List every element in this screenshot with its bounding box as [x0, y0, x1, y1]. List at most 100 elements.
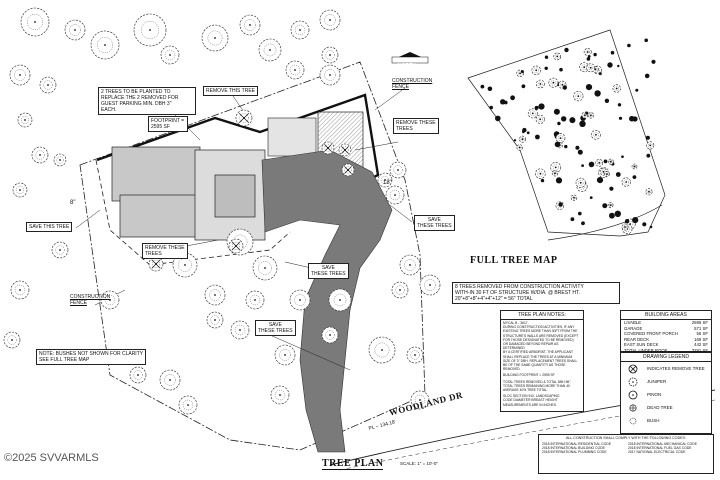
tree-dot-icon — [540, 178, 545, 183]
tree-icon — [575, 177, 586, 188]
building-area-value: 169 SF — [694, 336, 708, 342]
tree-icon — [646, 141, 655, 150]
tree-dot-icon — [558, 202, 563, 207]
save-trees-callout-low: SAVE THESE TREES — [255, 320, 296, 336]
tree-icon — [612, 84, 621, 93]
tree-dot-icon — [589, 196, 593, 200]
codes-note: ALL CONSTRUCTION SHALL COMPLY WITH THE F… — [538, 434, 714, 474]
tree-dot-icon — [557, 121, 561, 126]
tree-dot-icon — [575, 145, 580, 150]
building-area-value: 571 SF — [694, 325, 708, 331]
tree-icon — [535, 114, 545, 124]
tree-icon — [10, 280, 30, 300]
tree-icon — [385, 185, 405, 205]
tree-dot-icon — [603, 159, 608, 164]
tree-icon — [51, 241, 69, 259]
driveway — [261, 149, 393, 453]
tree-dot-icon — [644, 38, 648, 43]
tree-icon — [290, 20, 310, 40]
pinon-icon — [628, 390, 638, 399]
tree-dot-icon — [586, 57, 591, 61]
tree-dot-icon — [495, 115, 501, 122]
tree-dot-icon — [553, 108, 560, 115]
tree-icon — [536, 79, 545, 89]
building-area-row: REAR DECK 169 SF — [621, 337, 711, 343]
legend-item: PINON — [621, 388, 711, 401]
tree-dot-icon — [632, 175, 637, 180]
tree-dot-icon — [534, 105, 539, 110]
building-area-label: REAR DECK — [624, 336, 650, 342]
tree-icon — [129, 366, 147, 384]
tree-icon — [64, 19, 86, 41]
tree-dot-icon — [594, 90, 601, 97]
tree-dot-icon — [632, 217, 639, 224]
tree-icon — [555, 133, 566, 143]
tree-icon — [591, 130, 601, 140]
remove-tree-icon — [235, 109, 253, 127]
remove-trees-callout-right: REMOVE THESE TREES — [393, 118, 439, 134]
tree-icon — [159, 369, 181, 391]
tree-dot-icon — [559, 67, 563, 72]
tree-dot-icon — [635, 88, 639, 92]
tree-dot-icon — [526, 131, 530, 135]
construction-fence-label-left: CONSTRUCTION FENCE — [70, 294, 111, 306]
tree-icon — [531, 65, 541, 76]
construction-fence-label-top: CONSTRUCTION FENCE — [392, 78, 433, 90]
tree-icon — [586, 63, 596, 73]
tree-dot-icon — [562, 85, 567, 90]
dimension-label-18: 18" — [383, 180, 392, 186]
tree-icon — [419, 274, 441, 296]
tree-icon — [201, 24, 229, 52]
tree-dot-icon — [570, 217, 575, 222]
tree-icon — [31, 146, 49, 164]
tree-dot-icon — [544, 66, 548, 71]
code-line: 2018 INTERNATIONAL FUEL GAS CODE — [628, 445, 692, 450]
tree-dot-icon — [585, 84, 593, 91]
tree-icon — [160, 45, 180, 65]
tree-icon — [239, 14, 261, 36]
removed-summary-note: 8 TREES REMOVED FROM CONSTRUCTION ACTIVI… — [452, 282, 620, 304]
tree-dot-icon — [513, 139, 517, 142]
tree-dot-icon — [581, 221, 585, 226]
building-areas-heading: BUILDING AREAS — [621, 311, 711, 320]
watermark: ©2025 SVVARMLS — [4, 452, 99, 464]
remove-tree-icon — [341, 163, 355, 177]
tree-icon — [410, 390, 430, 410]
legend-item-label: DEAD TREE — [647, 405, 673, 410]
code-line: 2018 INTERNATIONAL MECHANICAL CODE — [628, 441, 698, 446]
tree-icon — [321, 326, 339, 344]
tree-icon — [258, 38, 282, 62]
building-area-value: 442 SF — [694, 342, 708, 347]
tree-icon — [587, 112, 595, 119]
tree-icon — [20, 7, 50, 37]
legend-item: BUSH — [621, 414, 711, 427]
tree-dot-icon — [544, 55, 549, 59]
save-tree-callout: SAVE THIS TREE — [26, 222, 73, 232]
tree-plan-title: TREE PLAN — [322, 458, 384, 470]
tree-icon — [389, 161, 407, 179]
tree-icon — [204, 284, 226, 306]
building-area-value: 2595 SF — [691, 320, 708, 325]
tree-icon — [285, 60, 305, 80]
tree-dot-icon — [602, 203, 608, 209]
legend-item: JUNIPER — [621, 375, 711, 388]
tree-dot-icon — [610, 50, 615, 55]
tree-dot-icon — [642, 222, 647, 227]
tree-dot-icon — [604, 98, 610, 104]
code-line: 2018 INTERNATIONAL BUILDING CODE — [542, 445, 605, 450]
building-area-value: 3291 SF — [691, 347, 708, 353]
tree-icon — [274, 344, 296, 366]
legend-item-label: JUNIPER — [647, 379, 667, 384]
tree-dot-icon — [617, 64, 620, 68]
tree-icon — [90, 30, 120, 60]
replant-callout: 2 TREES TO BE PLANTED TO REPLACE THE 2 R… — [98, 87, 196, 115]
tree-icon — [527, 108, 538, 119]
tree-icon — [595, 159, 604, 167]
full-tree-map-outline — [467, 29, 666, 237]
tree-dot-icon — [480, 84, 485, 89]
